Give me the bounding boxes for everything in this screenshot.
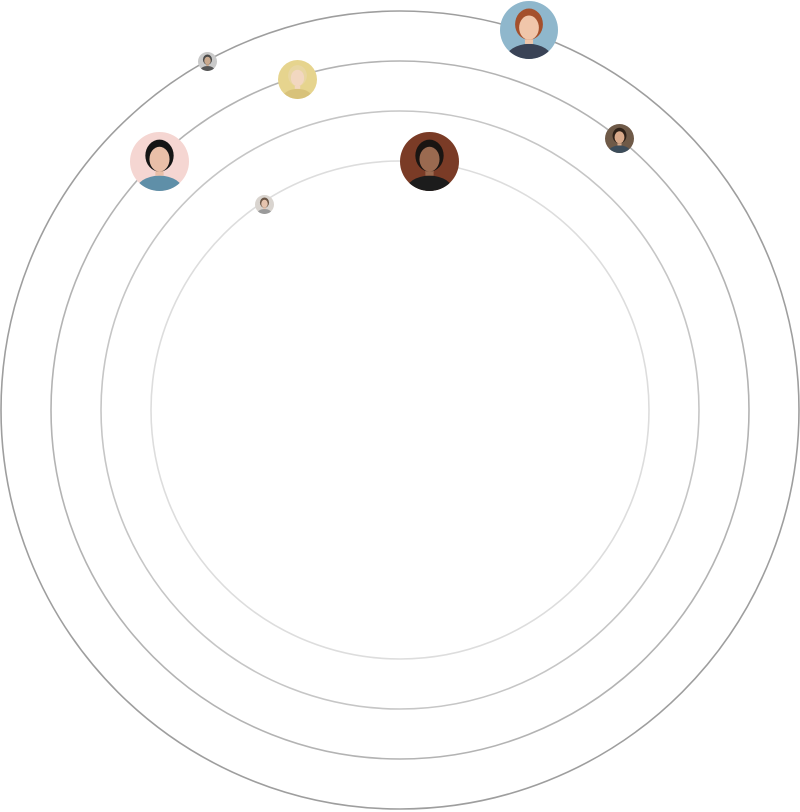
person-portrait-icon (278, 60, 317, 99)
portrait-shoulders (405, 175, 454, 191)
portrait-shoulders (135, 175, 184, 191)
orbit-ring-second (100, 110, 700, 710)
portrait-shoulders (505, 43, 553, 59)
avatar-blonde-child[interactable] (278, 60, 317, 99)
person-portrait-icon (400, 132, 459, 191)
portrait-face (419, 146, 440, 172)
orbit-ring-outer (0, 10, 800, 810)
orbit-ring-third (50, 60, 750, 760)
person-portrait-icon (605, 124, 634, 153)
portrait-shoulders (607, 145, 632, 153)
person-portrait-icon (500, 1, 558, 59)
avatar-bearded-man[interactable] (400, 132, 459, 191)
person-portrait-icon (255, 195, 274, 214)
portrait-shoulders (199, 66, 216, 71)
portrait-face (519, 15, 539, 40)
avatar-dark-haired-woman[interactable] (130, 132, 189, 191)
person-portrait-icon (130, 132, 189, 191)
portrait-face (204, 56, 211, 65)
portrait-shoulders (281, 88, 314, 99)
person-portrait-icon (198, 52, 217, 71)
avatar-small-man-gray[interactable] (198, 52, 217, 71)
portrait-face (149, 146, 170, 172)
avatar-tiny-woman[interactable] (255, 195, 274, 214)
portrait-face (261, 199, 268, 208)
avatar-redhead-woman[interactable] (500, 1, 558, 59)
portrait-face (614, 131, 625, 144)
portrait-face (290, 69, 305, 87)
avatar-brunette-woman-small[interactable] (605, 124, 634, 153)
portrait-shoulders (256, 209, 273, 214)
